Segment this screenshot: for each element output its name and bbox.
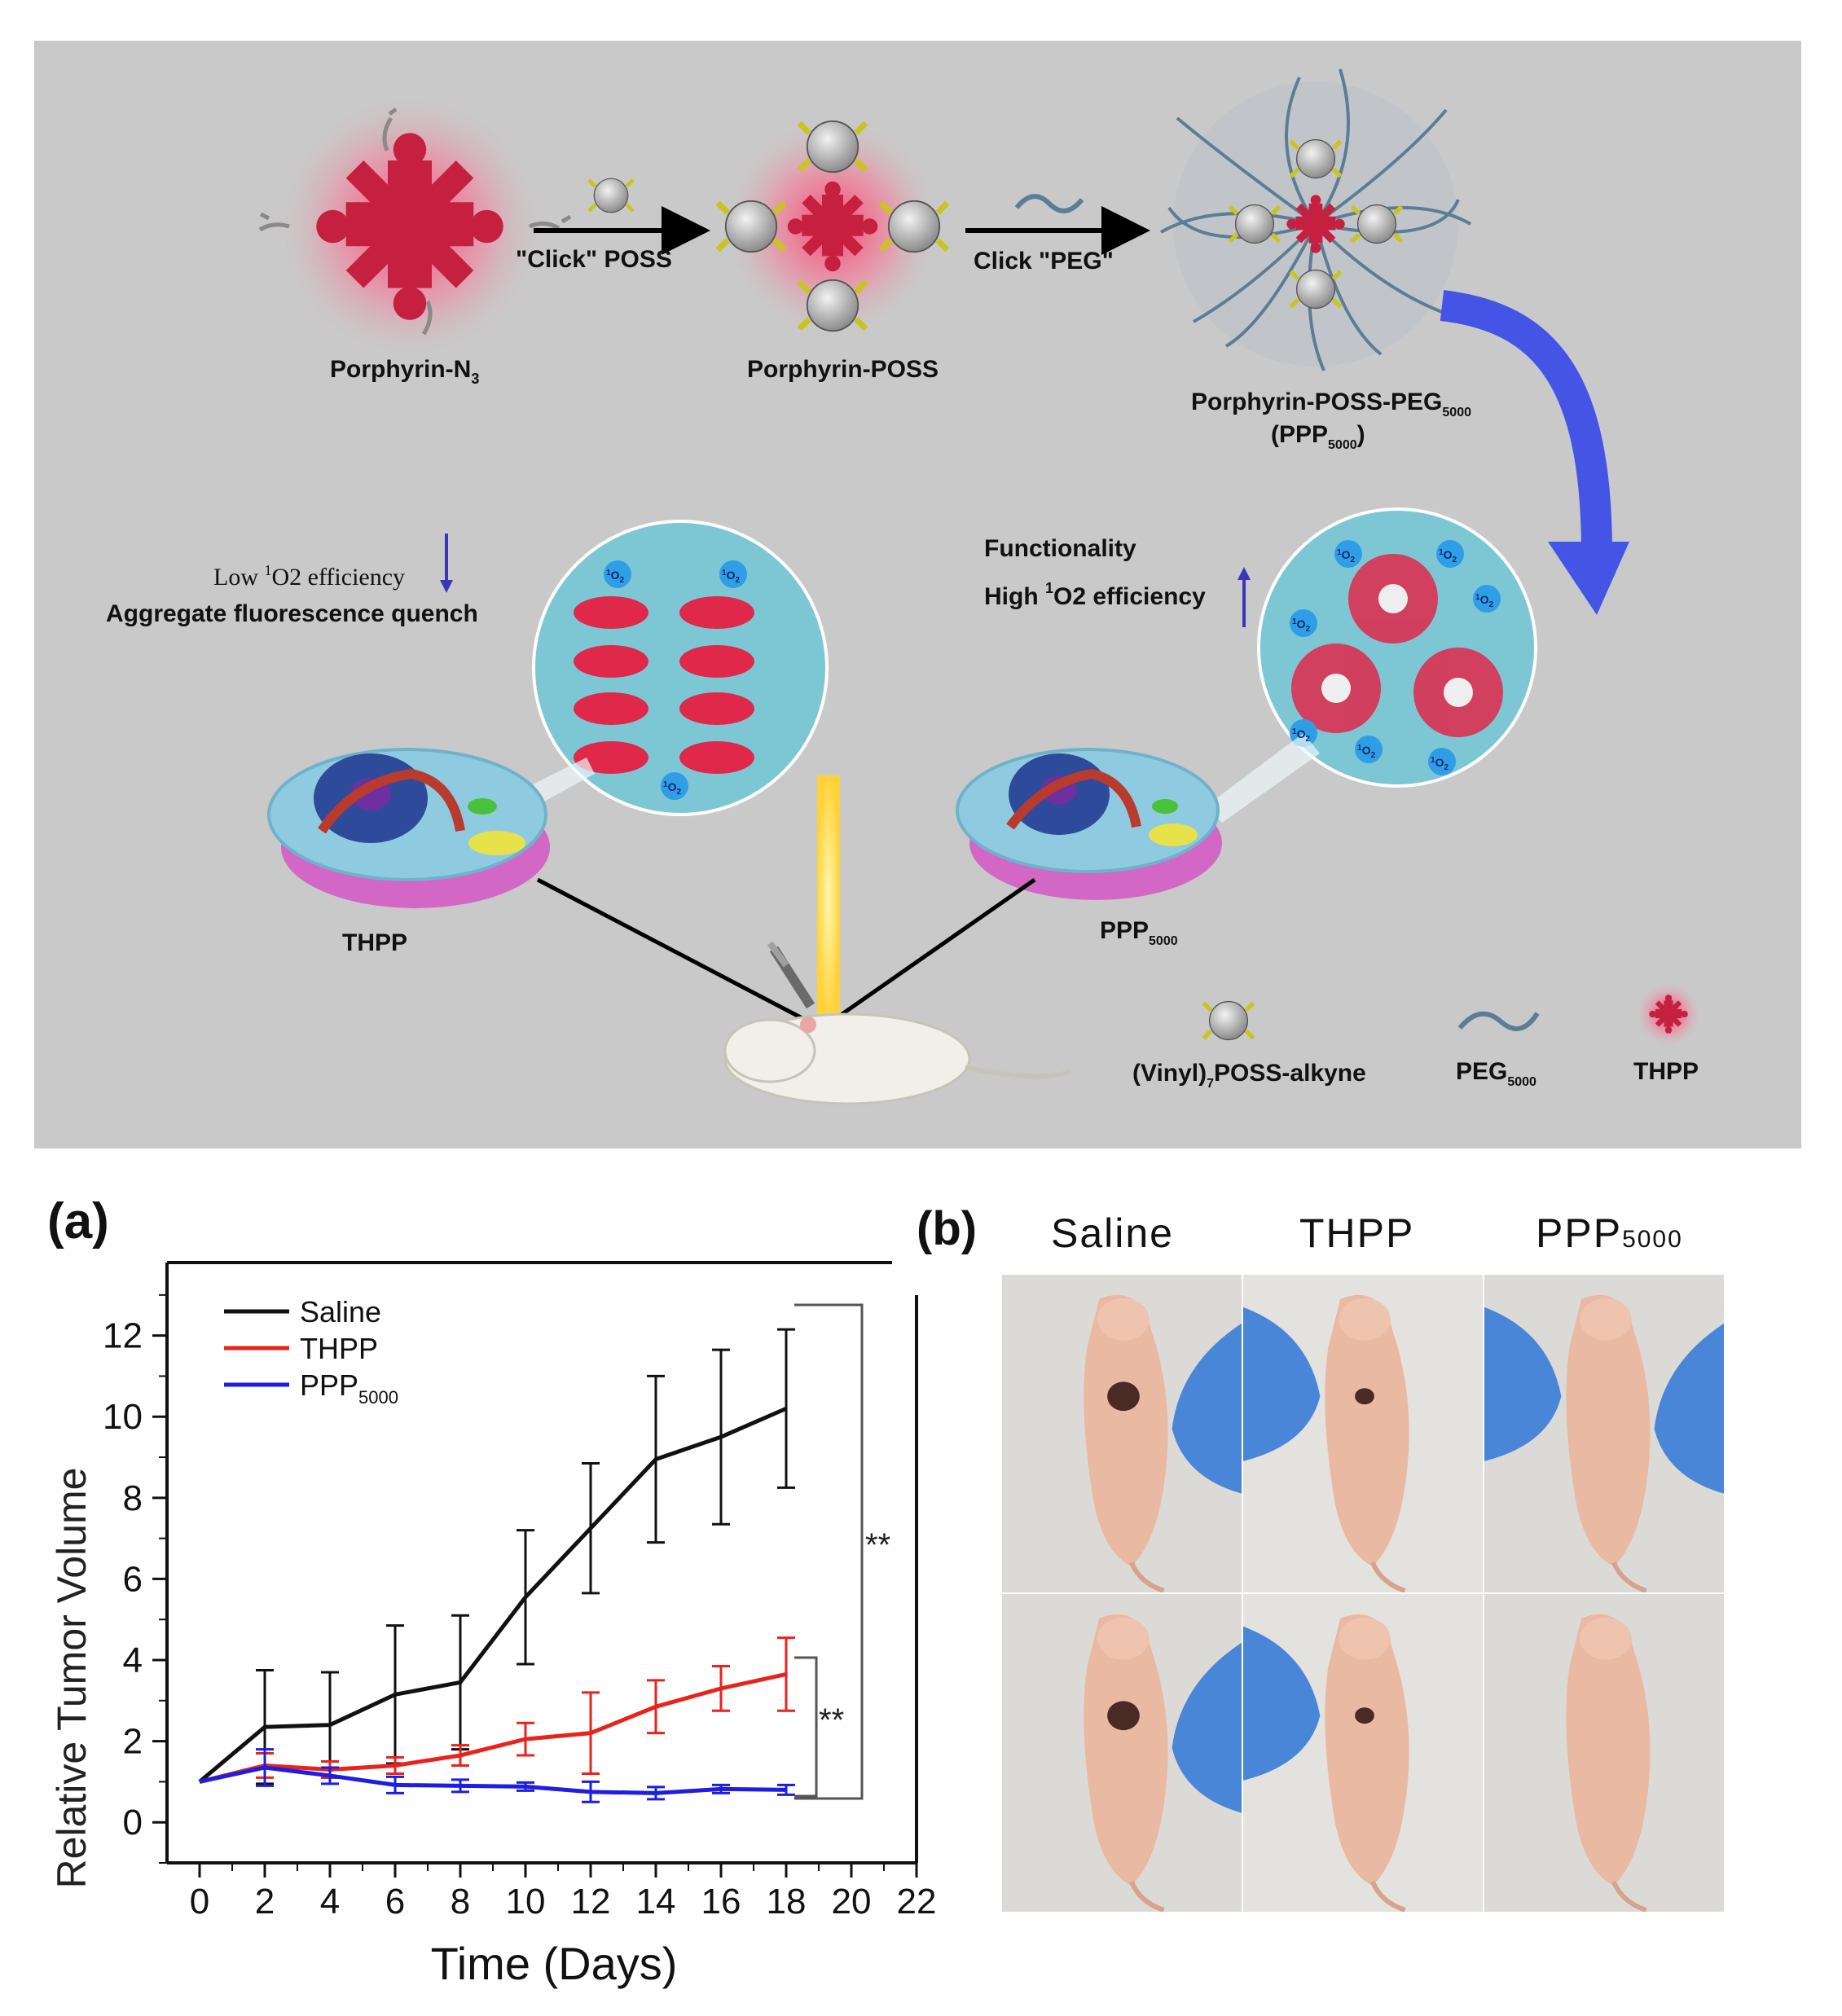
y-tick-label: 2 bbox=[123, 1722, 143, 1762]
svg-text:1O2: 1O2 bbox=[1431, 756, 1449, 772]
legend-poss-label: (Vinyl)7POSS-alkyne bbox=[1132, 1060, 1366, 1091]
photo-saline-1 bbox=[1002, 1275, 1242, 1592]
series-saline bbox=[198, 1328, 795, 1785]
click-peg-label: Click "PEG" bbox=[974, 248, 1114, 275]
ppp-full-label: Porphyrin-POSS-PEG5000 bbox=[1191, 389, 1471, 419]
legend-label-saline: Saline bbox=[300, 1295, 381, 1329]
y-tick-label: 8 bbox=[123, 1478, 143, 1518]
x-tick-label: 14 bbox=[636, 1882, 676, 1922]
y-tick-label: 0 bbox=[123, 1803, 143, 1843]
x-tick-label: 18 bbox=[767, 1882, 807, 1922]
legend-thpp-label: THPP bbox=[1633, 1058, 1699, 1085]
up-arrow-icon bbox=[1238, 567, 1251, 627]
svg-text:1O2: 1O2 bbox=[1439, 548, 1457, 564]
x-tick-label: 2 bbox=[255, 1882, 275, 1922]
x-tick-label: 22 bbox=[897, 1882, 937, 1922]
svg-text:1O2: 1O2 bbox=[1357, 744, 1375, 760]
y-axis-label: Relative Tumor Volume bbox=[49, 1468, 95, 1889]
significance-brackets bbox=[794, 1303, 864, 1800]
column-label-thpp: THPP bbox=[1299, 1210, 1415, 1256]
cell-label-ppp5000: PPP5000 bbox=[1100, 917, 1178, 948]
y-tick-label: 4 bbox=[123, 1640, 143, 1680]
quench-note: Aggregate fluorescence quench bbox=[106, 600, 478, 627]
panel-b: (b) Saline THPP PPP5000 bbox=[917, 1201, 1813, 1935]
photo-ppp5000-1 bbox=[1484, 1275, 1724, 1592]
x-tick-label: 4 bbox=[320, 1882, 340, 1922]
svg-text:1O2: 1O2 bbox=[1337, 548, 1355, 564]
legend-label-thpp: THPP bbox=[300, 1332, 378, 1365]
porphyrin-n3-label: Porphyrin-N3 bbox=[330, 356, 479, 387]
significance-saline-vs-ppp: ** bbox=[865, 1527, 890, 1563]
column-label-saline: Saline bbox=[1051, 1210, 1174, 1256]
svg-text:1O2: 1O2 bbox=[663, 780, 681, 797]
down-arrow-icon bbox=[440, 534, 453, 593]
significance-thpp-vs-ppp: ** bbox=[819, 1702, 844, 1738]
cell-label-thpp: THPP bbox=[342, 929, 407, 956]
x-tick-label: 16 bbox=[701, 1882, 741, 1922]
scheme-illustration: Porphyrin-N3 "Click" POSS Porphyrin-POSS… bbox=[34, 41, 1801, 1149]
high-efficiency-note: High 1O2 efficiency bbox=[984, 580, 1206, 610]
column-label-ppp5000: PPP5000 bbox=[1536, 1210, 1683, 1256]
x-tick-label: 10 bbox=[506, 1882, 546, 1922]
svg-text:1O2: 1O2 bbox=[722, 569, 740, 585]
svg-text:1O2: 1O2 bbox=[1475, 593, 1493, 609]
photo-thpp-2 bbox=[1243, 1594, 1483, 1912]
series-line-thpp bbox=[199, 1671, 787, 1784]
x-tick-label: 6 bbox=[385, 1882, 405, 1922]
functionality-note: Functionality bbox=[984, 535, 1136, 562]
low-efficiency-note: Low 1O2 efficiency bbox=[213, 562, 405, 591]
x-tick-label: 12 bbox=[571, 1882, 611, 1922]
series-ppp bbox=[199, 1748, 795, 1803]
series-line-saline bbox=[198, 1406, 787, 1784]
x-tick-label: 20 bbox=[832, 1882, 872, 1922]
x-axis-label: Time (Days) bbox=[431, 1938, 678, 1989]
panel-b-label: (b) bbox=[917, 1202, 978, 1255]
series-line-ppp bbox=[199, 1765, 787, 1795]
photo-ppp5000-2 bbox=[1484, 1594, 1724, 1912]
panel-a-label: (a) bbox=[47, 1193, 109, 1250]
y-tick-label: 6 bbox=[123, 1559, 143, 1599]
legend-label-ppp: PPP5000 bbox=[300, 1368, 398, 1408]
series-thpp bbox=[199, 1636, 795, 1784]
x-tick-label: 0 bbox=[190, 1882, 209, 1922]
legend-peg-label: PEG5000 bbox=[1456, 1058, 1536, 1089]
ppp-short-label: (PPP5000) bbox=[1271, 421, 1365, 452]
x-tick-label: 8 bbox=[451, 1882, 470, 1922]
svg-text:1O2: 1O2 bbox=[1292, 617, 1310, 634]
click-poss-label: "Click" POSS bbox=[516, 246, 672, 273]
y-tick-label: 10 bbox=[103, 1397, 143, 1437]
svg-text:1O2: 1O2 bbox=[1292, 727, 1310, 744]
transition-arrow bbox=[1440, 290, 1612, 555]
mouse-photo-grid bbox=[1002, 1275, 1727, 1914]
svg-text:1O2: 1O2 bbox=[606, 569, 624, 585]
photo-saline-2 bbox=[1002, 1594, 1242, 1912]
y-tick-label: 12 bbox=[103, 1316, 143, 1356]
photo-thpp-1 bbox=[1243, 1275, 1483, 1592]
porphyrin-poss-label: Porphyrin-POSS bbox=[747, 356, 939, 383]
